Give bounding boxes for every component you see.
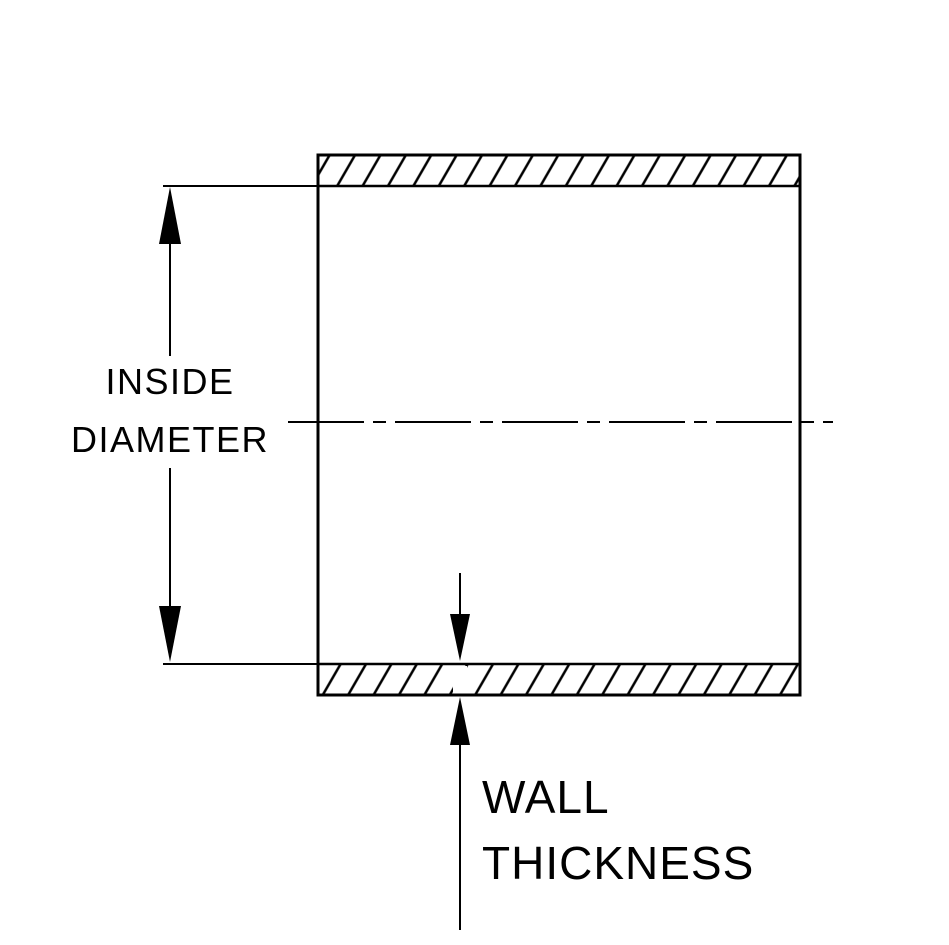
bottom-wall-hatch: [318, 664, 800, 695]
wall-thickness-arrow-down: [450, 614, 470, 661]
inside-diameter-arrow-up: [159, 187, 181, 244]
wall-dimension-gap: [453, 666, 467, 693]
drawing-lines: [163, 153, 833, 930]
inside-diameter-label-line2: DIAMETER: [71, 419, 269, 460]
labels: INSIDE DIAMETER WALL THICKNESS: [71, 361, 754, 889]
inside-diameter-arrow-down: [159, 606, 181, 662]
inside-diameter-dimension: [163, 185, 318, 665]
wall-thickness-label-line1: WALL: [482, 771, 610, 823]
inside-diameter-label-line1: INSIDE: [105, 361, 234, 402]
coupler-body-outline: [316, 153, 802, 697]
wall-thickness-arrow-up: [450, 697, 470, 745]
wall-thickness-label-line2: THICKNESS: [482, 837, 754, 889]
arrowheads: [159, 187, 470, 745]
top-wall-hatch: [318, 155, 800, 186]
